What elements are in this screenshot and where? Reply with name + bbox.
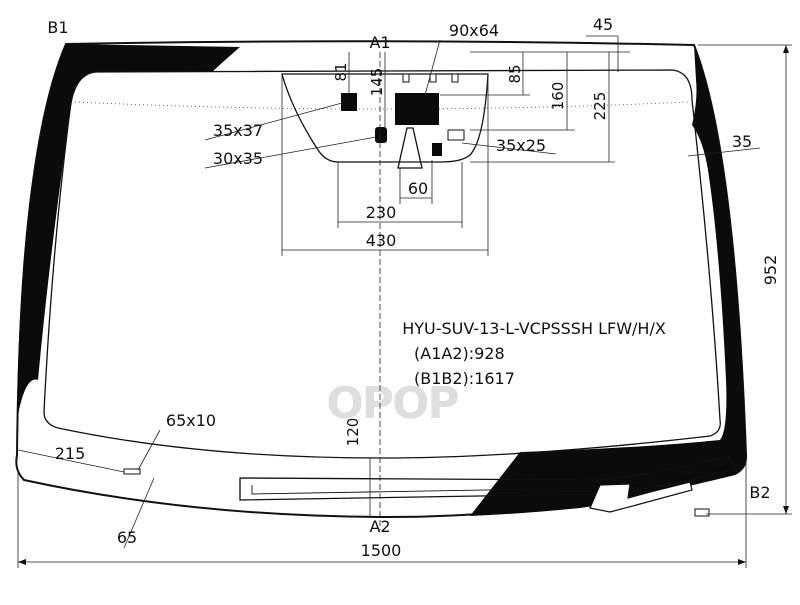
label-35x25: 35x25 (496, 136, 546, 155)
sensor-pad-small (447, 129, 465, 141)
sensor-pad-35x25 (432, 143, 442, 156)
arrow (783, 506, 789, 514)
dim-line-215 (17, 449, 125, 473)
label-35x37: 35x37 (213, 121, 263, 140)
leader-65x10 (137, 429, 161, 471)
sensor-pad-30x35 (375, 127, 387, 143)
top-tab (402, 73, 410, 83)
sensor-zone-outline (281, 73, 489, 163)
a1a2-measurement: (A1A2):928 (414, 344, 505, 363)
label-145: 145 (368, 68, 386, 97)
heating-element-connector (589, 481, 693, 513)
mirror-notch (397, 127, 423, 169)
arrow (783, 45, 789, 53)
label-430: 430 (366, 231, 397, 250)
corner-a1: A1 (369, 33, 390, 52)
leader-30x35 (204, 136, 377, 169)
dim-line-65 (123, 477, 155, 549)
label-90x64: 90x64 (449, 21, 499, 40)
label-1500: 1500 (361, 541, 402, 560)
arrow (738, 559, 746, 565)
corner-a2: A2 (369, 517, 390, 536)
heating-element (239, 455, 738, 501)
sensor-pad-90x64 (395, 93, 439, 125)
corner-b1: B1 (47, 18, 68, 37)
top-tab (429, 73, 437, 83)
watermark-text: OPOP (326, 378, 458, 429)
label-120: 120 (344, 418, 362, 447)
windshield-outline (15, 40, 748, 519)
b1b2-measurement: (B1B2):1617 (414, 369, 515, 388)
sensor-pad-35x37 (341, 93, 357, 111)
part-code: HYU-SUV-13-L-VCPSSSH LFW/H/X (402, 319, 666, 338)
dim-line-35 (687, 147, 761, 157)
top-tab (451, 73, 459, 83)
label-160: 160 (549, 82, 567, 111)
label-225: 225 (591, 92, 609, 121)
ceramic-band-right (470, 45, 747, 516)
label-230: 230 (366, 203, 397, 222)
label-85: 85 (506, 64, 524, 83)
leader-35x25 (461, 142, 557, 155)
connector-tab (694, 508, 710, 517)
pad-65x10-rect (123, 468, 141, 475)
label-45: 45 (593, 15, 613, 34)
label-60: 60 (408, 179, 428, 198)
leader-35x37 (204, 102, 343, 141)
label-81: 81 (332, 62, 350, 81)
watermark-logo: OPOP (326, 378, 460, 429)
label-215: 215 (55, 444, 86, 463)
label-65: 65 (117, 528, 137, 547)
label-35-side: 35 (732, 132, 752, 151)
label-952: 952 (761, 255, 780, 286)
corner-b2: B2 (749, 483, 770, 502)
label-65x10: 65x10 (166, 411, 216, 430)
arrow (18, 559, 26, 565)
label-30x35: 30x35 (213, 149, 263, 168)
leader-90x64 (424, 39, 441, 96)
